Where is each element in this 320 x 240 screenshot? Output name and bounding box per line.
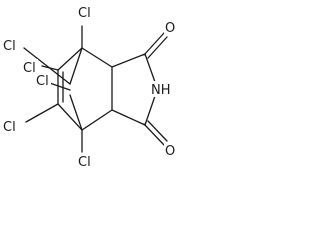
chlorine-label: Cl xyxy=(23,61,36,76)
bond xyxy=(111,109,146,126)
chlorine-label: Cl xyxy=(78,155,91,170)
bond xyxy=(144,95,156,126)
bond xyxy=(143,123,165,146)
bond xyxy=(81,109,113,131)
bond-lines xyxy=(23,25,168,153)
bond xyxy=(41,65,59,71)
imide-nh-label: NH xyxy=(151,83,171,98)
bond xyxy=(25,103,59,123)
chlorine-label: Cl xyxy=(36,74,49,89)
bond xyxy=(69,47,83,85)
bond xyxy=(69,94,83,131)
chlorine-label: Cl xyxy=(3,39,16,54)
bond xyxy=(57,47,83,71)
bond xyxy=(147,120,168,142)
oxygen-label: O xyxy=(165,21,175,36)
chlorine-label: Cl xyxy=(78,6,91,21)
atom-labels: Cl Cl Cl Cl Cl Cl O O NH xyxy=(1,4,176,170)
structure-drawing: Cl Cl Cl Cl Cl Cl O O NH xyxy=(1,4,176,170)
bond xyxy=(111,53,146,68)
bond xyxy=(143,32,165,56)
bond xyxy=(81,47,113,68)
bond xyxy=(147,36,168,59)
bond xyxy=(23,47,71,85)
oxygen-label: O xyxy=(165,144,175,159)
bond xyxy=(144,53,156,83)
chlorine-label: Cl xyxy=(3,120,16,135)
bond xyxy=(57,103,83,131)
